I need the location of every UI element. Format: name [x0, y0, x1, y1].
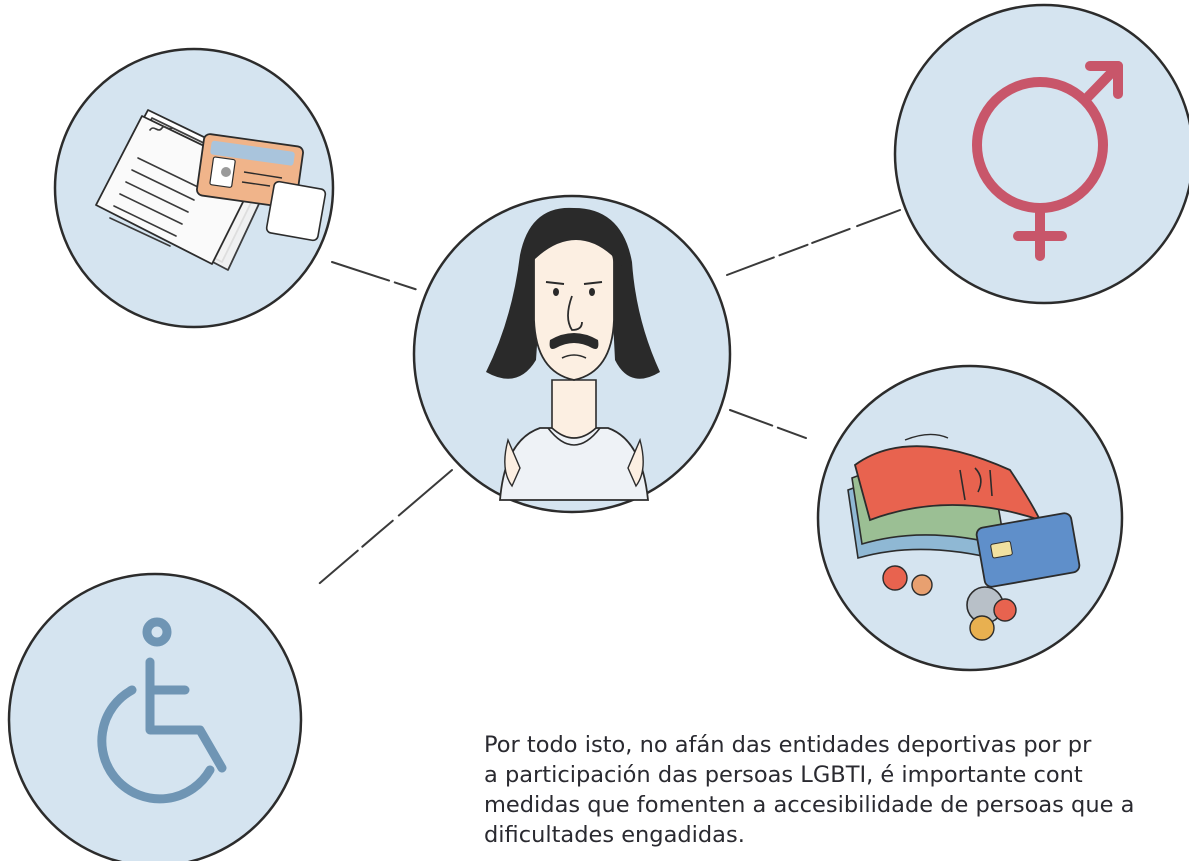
- paragraph-line: Por todo isto, no afán das entidades dep…: [484, 732, 1092, 758]
- paragraph-line: a participación das persoas LGBTI, é imp…: [484, 762, 1083, 788]
- person-portrait-icon: [412, 194, 732, 514]
- body-paragraph: Por todo isto, no afán das entidades dep…: [484, 730, 1189, 850]
- connector-person-gender: [726, 209, 901, 276]
- gender-symbol-icon: [893, 3, 1189, 305]
- paragraph-line: dificultades engadidas.: [484, 822, 745, 848]
- connector-lines: [299, 209, 901, 601]
- connector-docs-person: [331, 261, 419, 291]
- connector-person-wheelchair: [299, 469, 453, 601]
- documents-id-card-icon: [53, 47, 335, 329]
- wheelchair-accessibility-icon: [7, 572, 303, 861]
- money-banknotes-card-coins-icon: [816, 364, 1124, 672]
- connector-person-money: [729, 409, 826, 446]
- paragraph-line: medidas que fomenten a accesibilidade de…: [484, 792, 1135, 818]
